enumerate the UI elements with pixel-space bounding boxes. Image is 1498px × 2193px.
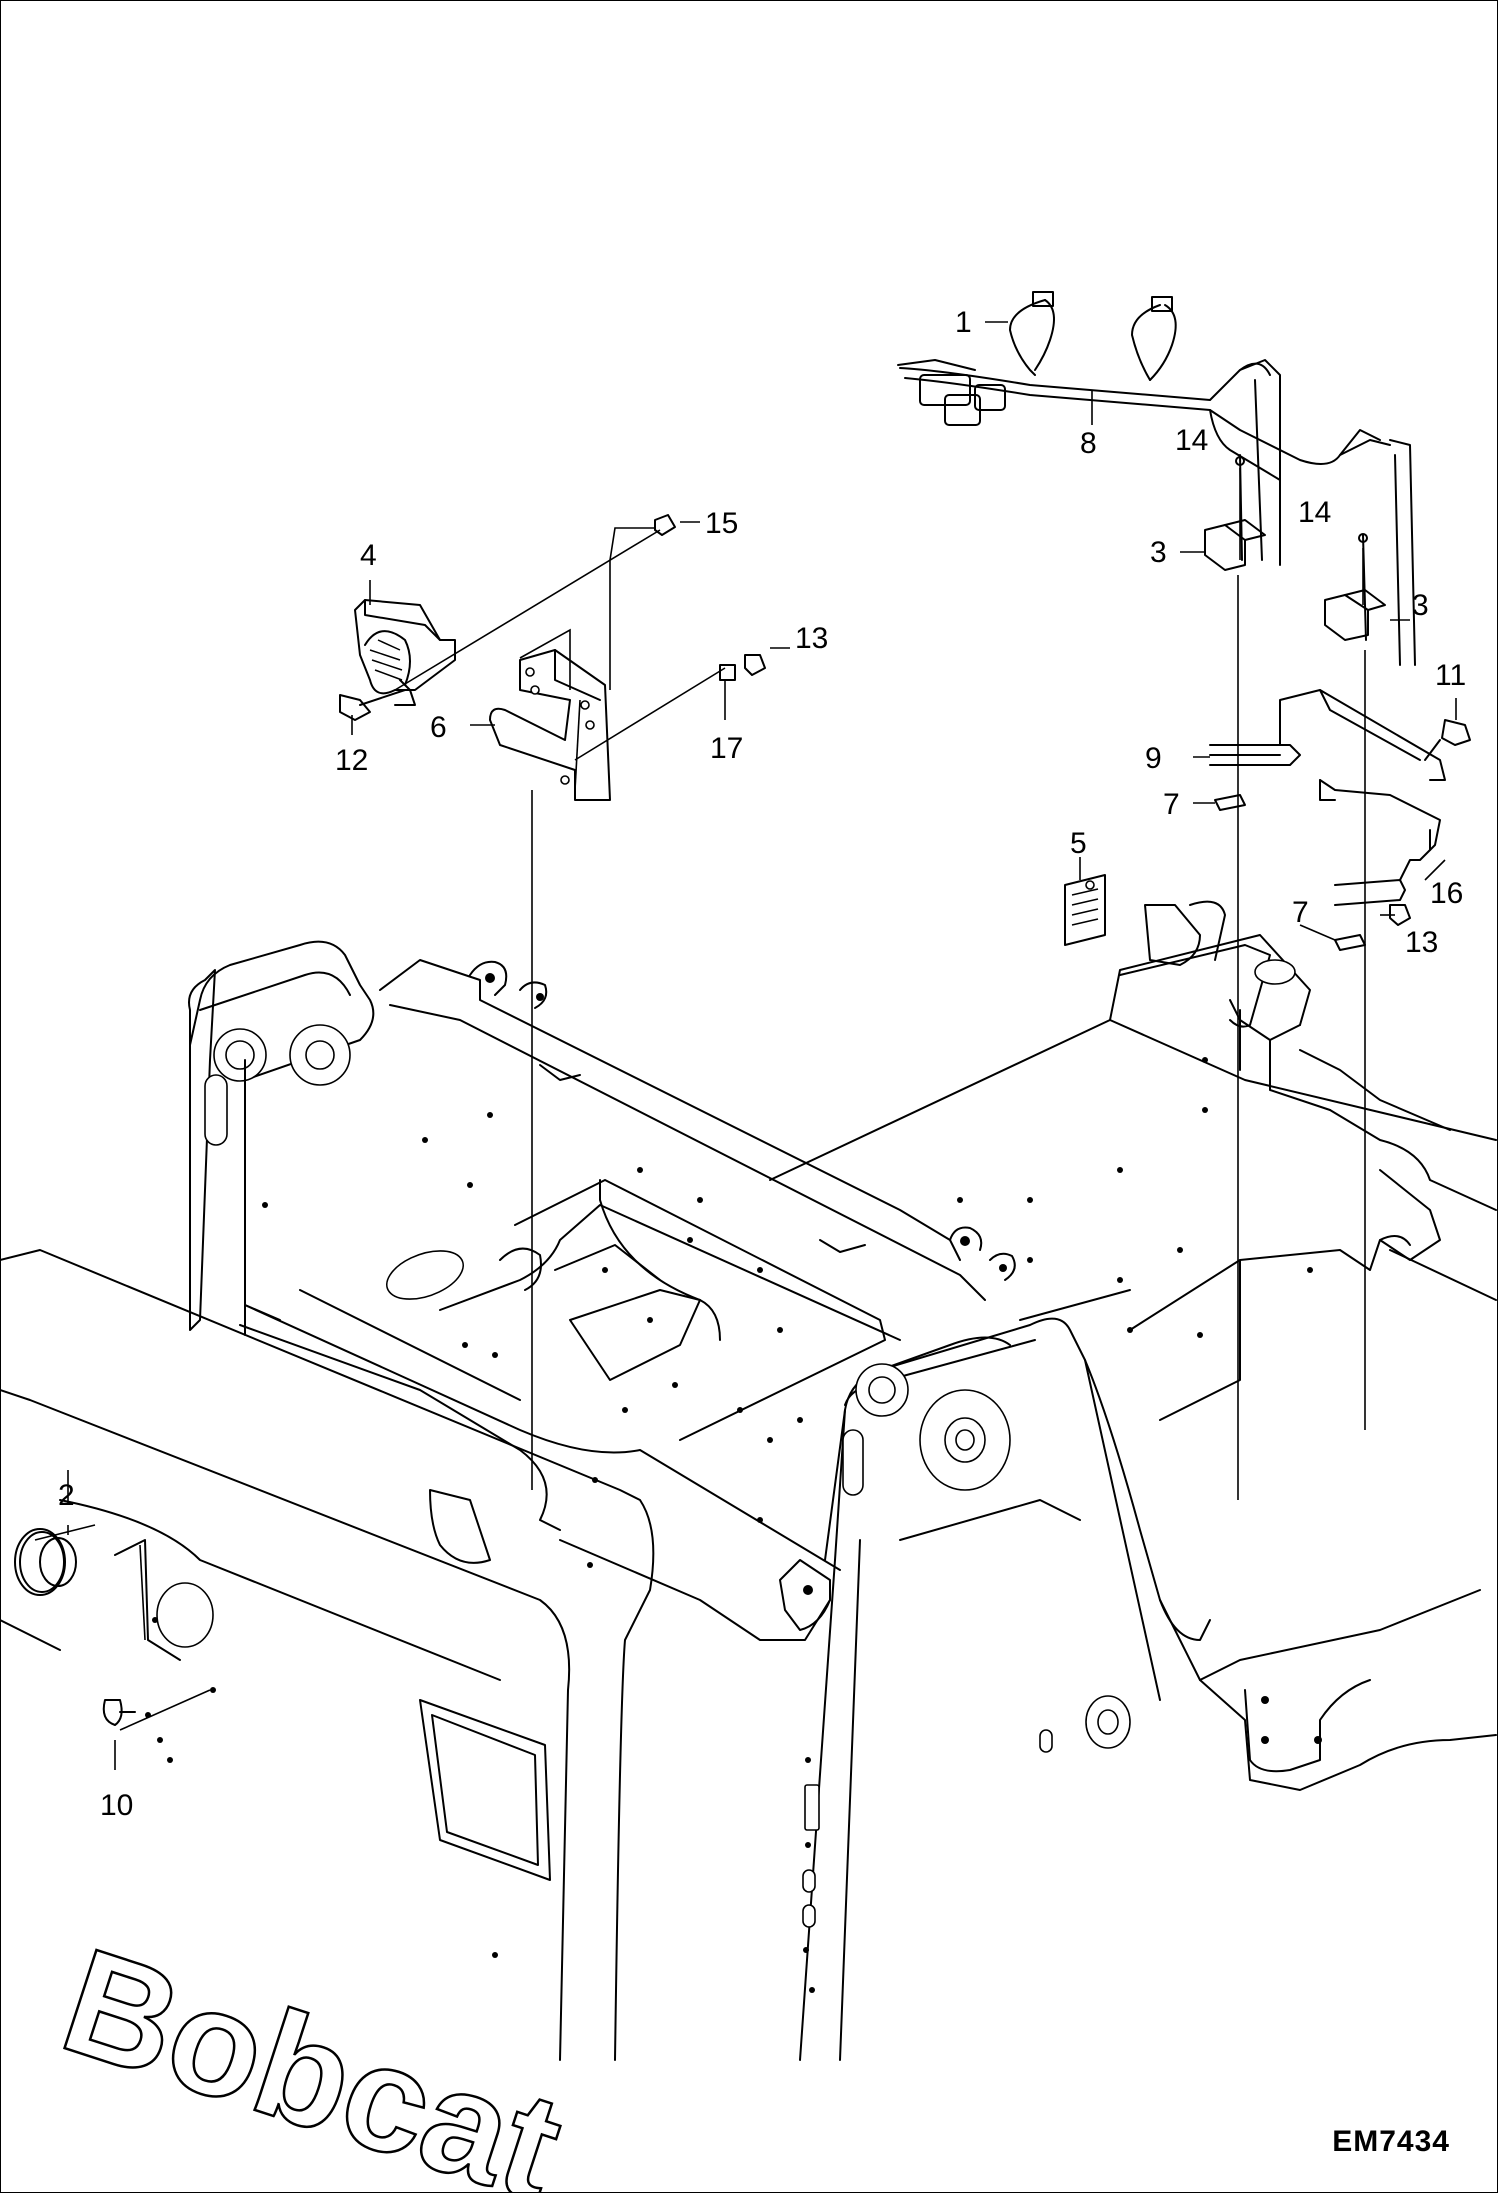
callout-5: 5 <box>1070 827 1087 860</box>
callout-13: 13 <box>795 622 828 655</box>
relay-bracket <box>1209 689 1446 906</box>
brand-lettering: Bobcat <box>45 1916 580 2193</box>
callout-14: 14 <box>1175 424 1208 457</box>
callout-2: 2 <box>58 1479 75 1512</box>
fasteners <box>102 454 1471 1726</box>
wiring-harness <box>897 359 1416 666</box>
callout-10: 10 <box>100 1789 133 1822</box>
callout-labels: 1 2 3 3 4 5 6 7 7 8 9 10 11 12 13 13 14 … <box>58 306 1466 1822</box>
callout-3: 3 <box>1150 536 1167 569</box>
callout-9: 9 <box>1145 742 1162 775</box>
callout-7: 7 <box>1163 788 1180 821</box>
backup-alarm <box>354 599 456 706</box>
cable-clip <box>1009 291 1177 381</box>
callout-1: 1 <box>955 306 972 339</box>
callout-16: 16 <box>1430 877 1463 910</box>
callout-8: 8 <box>1080 427 1097 460</box>
alarm-mounting-bracket <box>489 649 611 801</box>
callout-7: 7 <box>1292 896 1309 929</box>
callout-13: 13 <box>1405 926 1438 959</box>
callout-11: 11 <box>1435 659 1466 692</box>
small-parts <box>14 794 1366 1596</box>
relay-mount <box>1204 519 1386 641</box>
callout-12: 12 <box>335 744 368 777</box>
loader-frame: Bobcat <box>0 900 1497 2193</box>
callout-3: 3 <box>1412 589 1429 622</box>
callout-15: 15 <box>705 507 738 540</box>
callout-17: 17 <box>710 732 743 765</box>
callout-14: 14 <box>1298 496 1331 529</box>
leader-lines <box>34 321 1457 1770</box>
callout-4: 4 <box>360 539 377 572</box>
drawing-number: EM7434 <box>1332 2125 1450 2158</box>
callout-6: 6 <box>430 711 447 744</box>
